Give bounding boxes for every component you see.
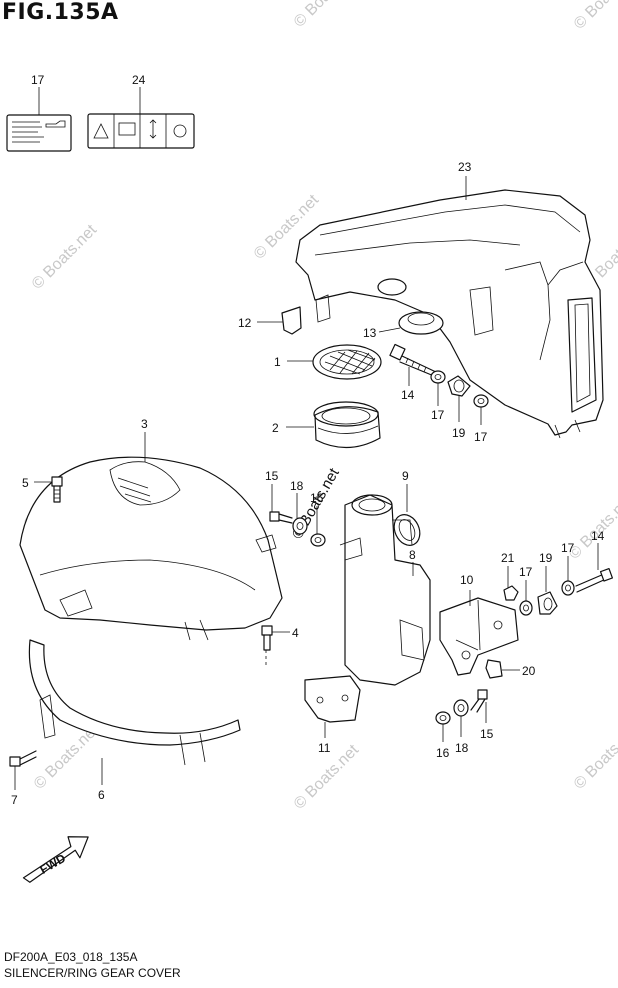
part-15-bolt [470, 689, 488, 713]
callout: 23 [458, 160, 472, 174]
callout: 17 [519, 565, 533, 579]
callout: 13 [363, 326, 377, 340]
part-2-seal [313, 401, 381, 449]
part-5-bolt [51, 476, 63, 503]
callout: 21 [501, 551, 515, 565]
part-14-bolt [389, 343, 437, 377]
part-19-grommet [447, 375, 471, 397]
part-22-silencer-case [295, 189, 604, 439]
callout: 17 [474, 430, 488, 444]
callout: 18 [290, 479, 304, 493]
callout: 3 [141, 417, 148, 431]
part-14-bolt [575, 567, 614, 593]
callout: 19 [539, 551, 553, 565]
callout: 2 [272, 421, 279, 435]
part-17-washer [430, 370, 446, 384]
figure-code: DF200A_E03_018_135A [4, 950, 138, 964]
part-17-washer [473, 394, 489, 408]
part-7-bolt [9, 750, 37, 767]
callout: 1 [274, 355, 281, 369]
callout: 15 [480, 727, 494, 741]
callout: 14 [591, 529, 605, 543]
callout: 24 [132, 73, 146, 87]
callout-numbers: 17 24 23 12 13 1 14 17 19 17 2 3 15 18 1… [11, 73, 605, 807]
callout: 18 [455, 741, 469, 755]
figure-title: FIG.135A [2, 0, 119, 25]
part-15-bolt [269, 511, 293, 524]
callout: 4 [292, 626, 299, 640]
callout: 14 [401, 388, 415, 402]
callout: 9 [402, 469, 409, 483]
watermark: © Boats.net [571, 0, 618, 33]
figure-caption: SILENCER/RING GEAR COVER [4, 966, 181, 980]
callout: 20 [522, 664, 536, 678]
callout: 15 [265, 469, 279, 483]
callout: 16 [310, 491, 324, 505]
callout: 10 [460, 573, 474, 587]
callout: 16 [436, 746, 450, 760]
part-1-filter-screen [312, 344, 382, 380]
watermark: © Boats.net [291, 0, 363, 31]
callout: 17 [31, 73, 45, 87]
part-18-collar [453, 699, 469, 717]
callout: 6 [98, 788, 105, 802]
part-21-nut [503, 585, 519, 601]
part-4-bolt [261, 625, 273, 668]
callout: 7 [11, 793, 18, 807]
callout: 17 [561, 541, 575, 555]
callout: 12 [238, 316, 252, 330]
part-18-collar [292, 517, 308, 535]
part-13-grommet [398, 311, 444, 335]
part-3-ring-gear-cover [19, 456, 283, 641]
part-6-ring-guard [28, 639, 241, 766]
part-8-silencer-body [339, 494, 431, 686]
watermark: © Boats.net [571, 721, 618, 793]
callout: 17 [431, 408, 445, 422]
part-23-oil-label [6, 114, 72, 152]
part-11-bracket [304, 675, 361, 723]
part-17-washer [519, 600, 533, 616]
part-16-washer [310, 533, 326, 547]
part-16-washer [435, 711, 451, 725]
callout: 19 [452, 426, 466, 440]
callout: 8 [409, 548, 416, 562]
callout: 11 [318, 741, 331, 755]
part-17-washer [561, 580, 575, 596]
part-20-clip [485, 659, 503, 679]
part-24-caution-label [87, 113, 195, 149]
part-19-grommet [537, 591, 558, 615]
fwd-arrow-icon: FWD [22, 836, 89, 883]
callout: 5 [22, 476, 29, 490]
watermark: © Boats.net [29, 221, 101, 293]
part-12-bracket [281, 306, 302, 335]
part-10-bracket [439, 597, 519, 676]
